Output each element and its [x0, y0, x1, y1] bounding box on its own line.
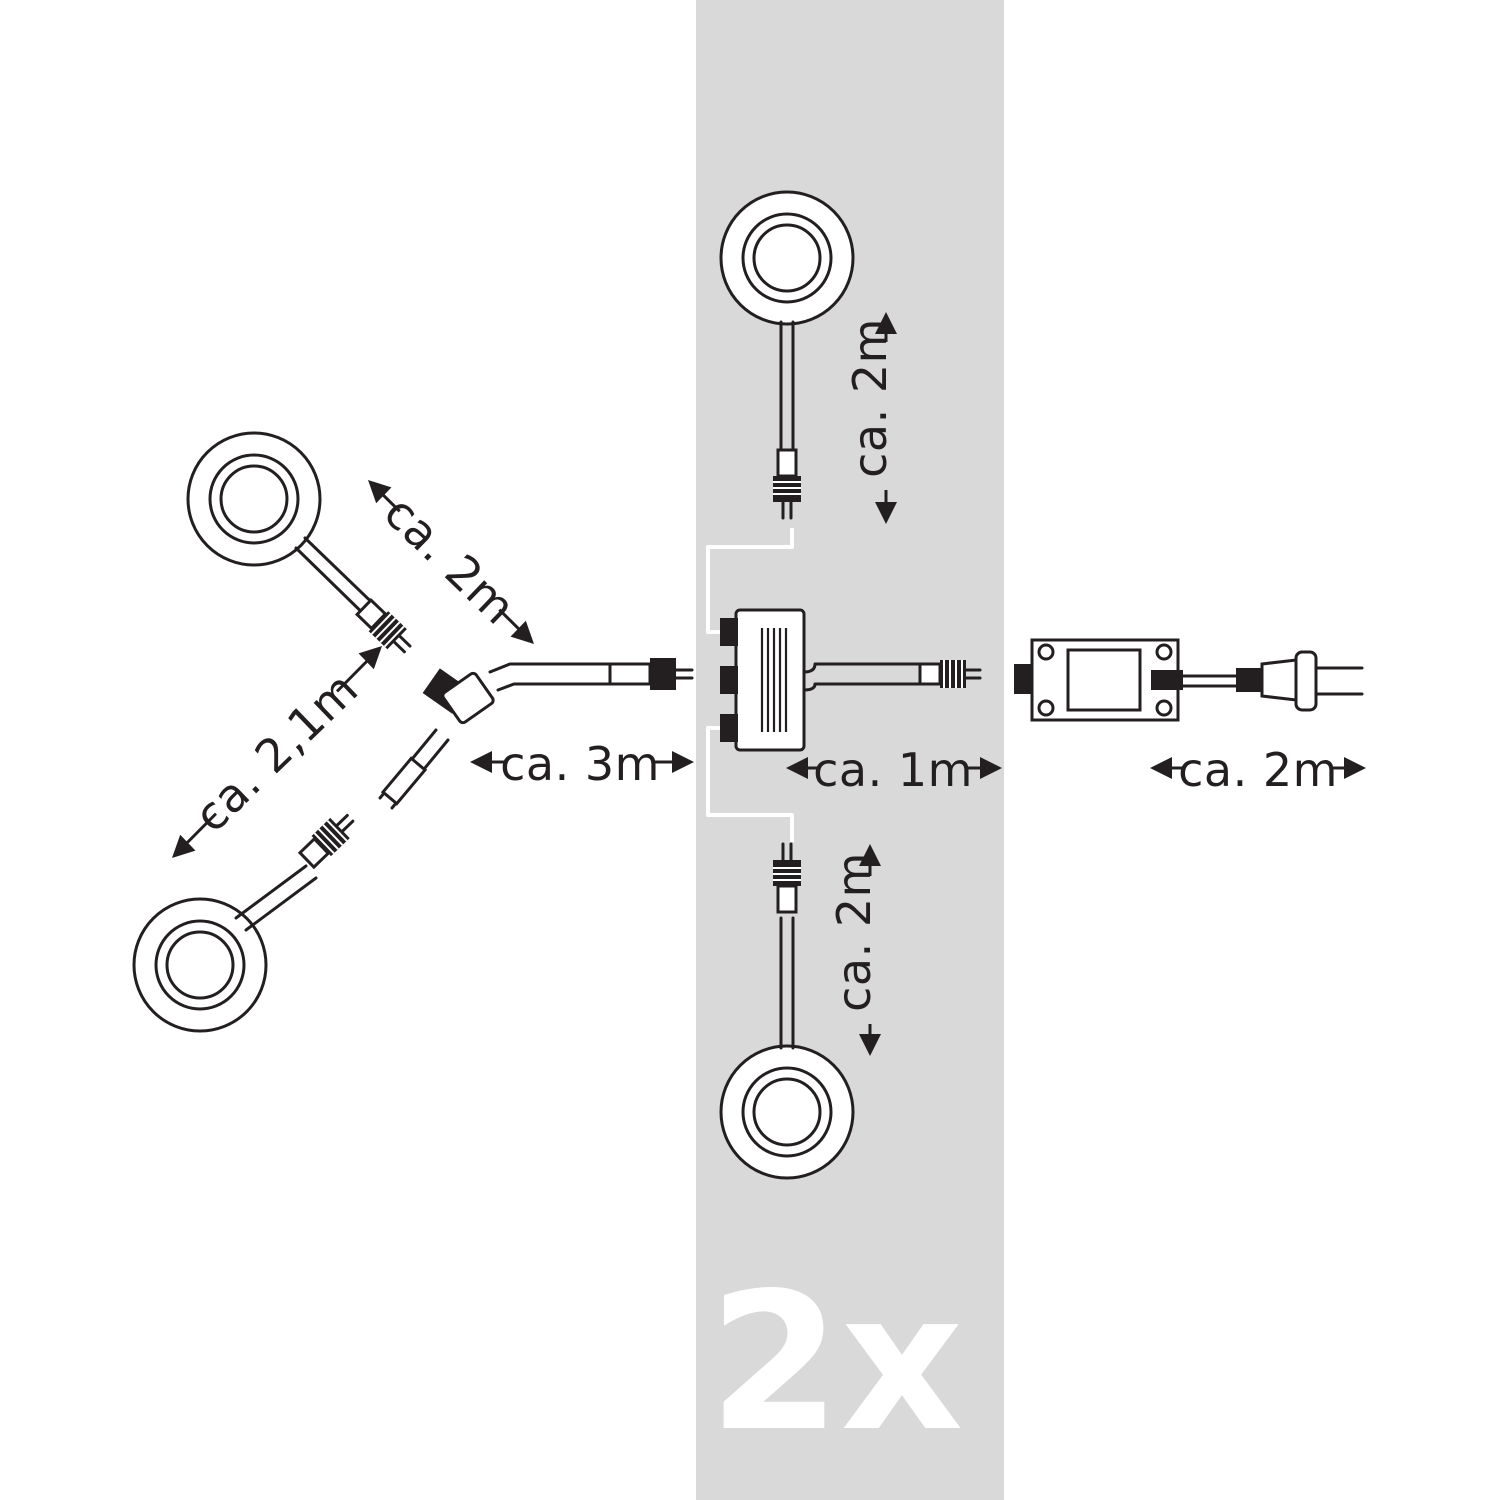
spot-light-upper-left: [186, 431, 419, 661]
guide-wire-bottom: [706, 726, 794, 842]
dim-left-lower-label: ca. 2,1m: [184, 661, 369, 842]
dim-main: ca. 3m: [470, 736, 694, 791]
dim-main-label: ca. 3m: [500, 737, 660, 791]
dim-bottom-light-label: ca. 2m: [827, 852, 881, 1012]
dim-power-cord: ca. 2m: [1150, 742, 1366, 797]
dim-transformer-label: ca. 1m: [813, 743, 973, 797]
dim-transformer: ca. 1m: [786, 742, 1002, 797]
dim-top-light: ca. 2m: [843, 312, 910, 524]
guide-wire-top: [706, 528, 794, 634]
multiplier-label: 2x: [709, 1252, 964, 1473]
spot-light-lower-left: [132, 728, 450, 1033]
mains-plug-icon: [1236, 650, 1364, 712]
transformer-box: [1014, 638, 1238, 722]
dim-left-lower: ca. 2,1m: [164, 638, 390, 866]
spot-light-bottom: [719, 842, 855, 1180]
transformer-cable: [802, 658, 982, 692]
main-cable: [488, 658, 694, 692]
dim-bottom-light: ca. 2m: [827, 844, 894, 1056]
spot-light-top: [719, 190, 855, 520]
dim-top-light-label: ca. 2m: [843, 318, 897, 478]
left-junction: [422, 668, 495, 725]
dim-power-cord-label: ca. 2m: [1178, 743, 1338, 797]
distributor-box: [720, 608, 806, 752]
dim-left-upper-label: ca. 2m: [374, 485, 526, 635]
